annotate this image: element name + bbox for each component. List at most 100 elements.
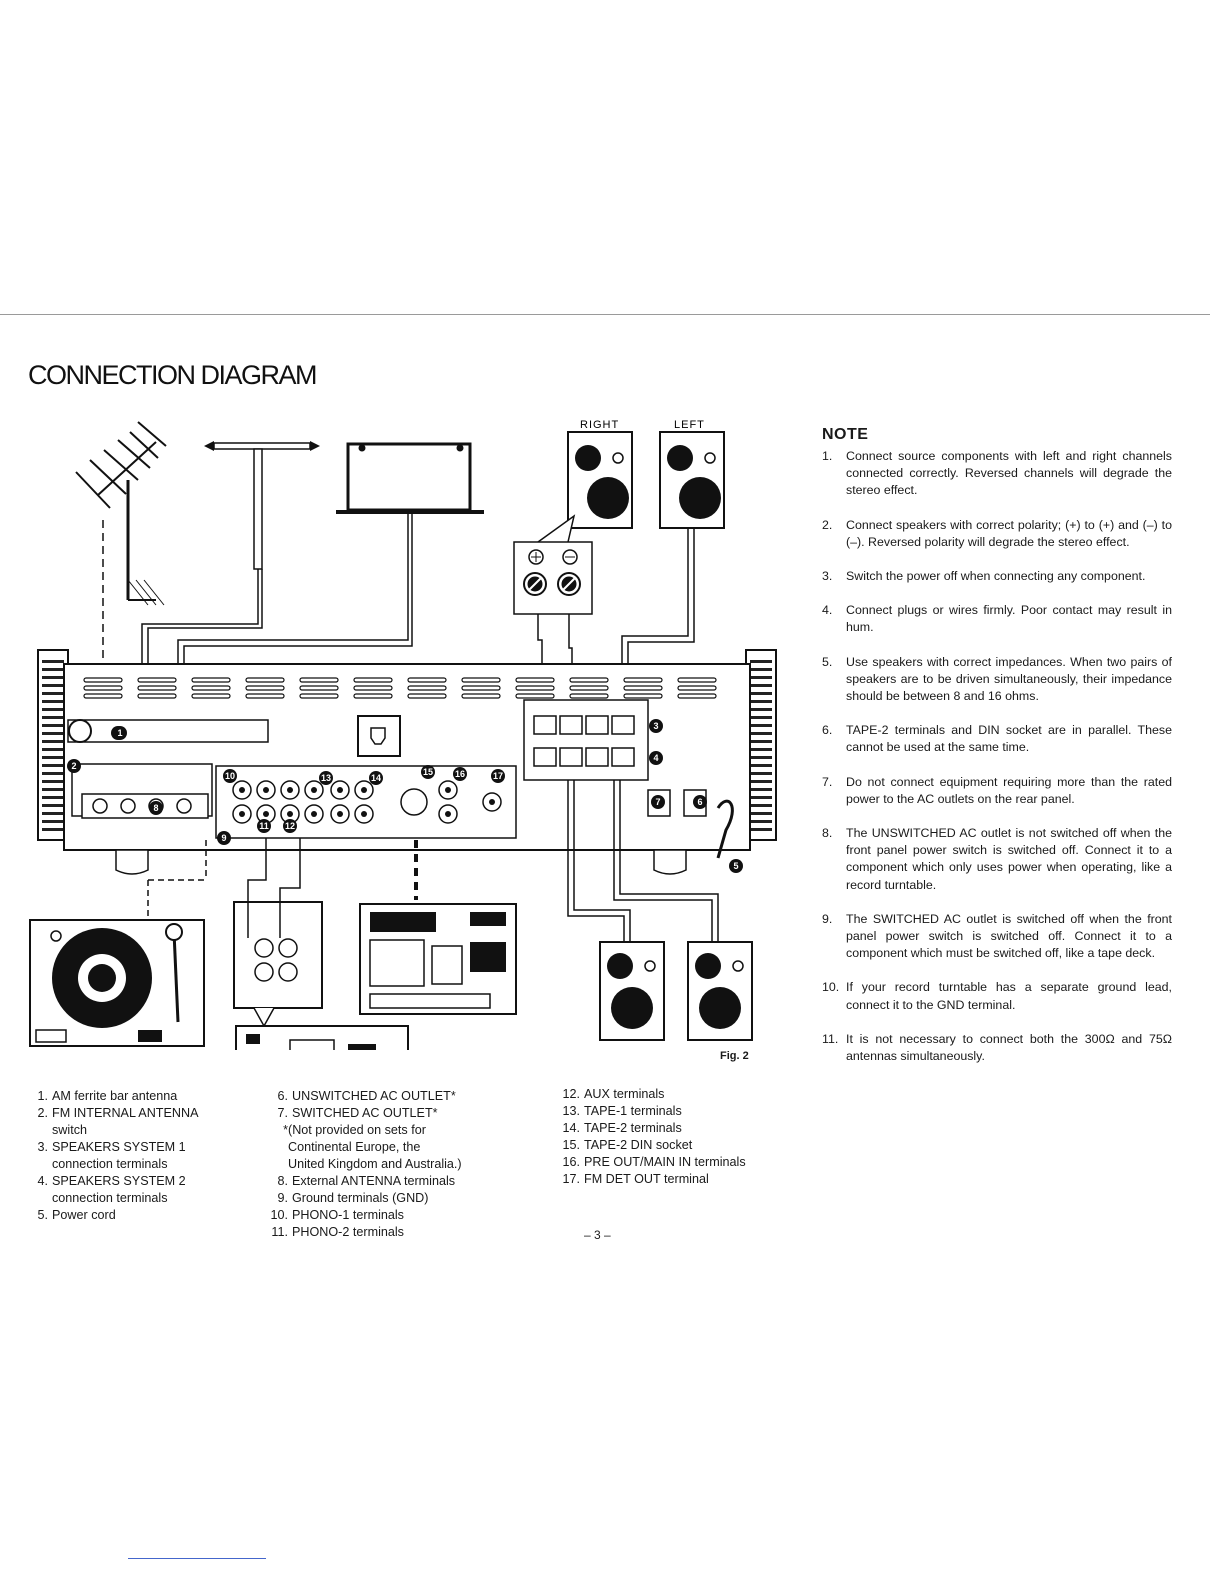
legend-text: TAPE-2 DIN socket bbox=[584, 1138, 693, 1152]
note-text: Connect source components with left and … bbox=[846, 449, 1172, 498]
legend-text: FM INTERNAL ANTENNA bbox=[52, 1106, 199, 1120]
note-text: TAPE-2 terminals and DIN socket are in p… bbox=[846, 723, 1172, 755]
legend-text: External ANTENNA terminals bbox=[292, 1174, 456, 1188]
legend-item: 1.AM ferrite bar antenna bbox=[28, 1088, 258, 1105]
legend-text: FM DET OUT terminal bbox=[584, 1172, 709, 1186]
svg-text:10: 10 bbox=[225, 771, 235, 781]
note-item: 9. The SWITCHED AC outlet is switched off… bbox=[820, 911, 1172, 963]
cassette-deck bbox=[359, 840, 517, 1015]
legend-number: 5. bbox=[37, 1208, 48, 1222]
speaker-left-bottom bbox=[687, 941, 753, 1041]
legend-number: 4. bbox=[37, 1174, 48, 1188]
legend-text: UNSWITCHED AC OUTLET* bbox=[292, 1089, 456, 1103]
svg-text:5: 5 bbox=[733, 861, 738, 871]
svg-text:13: 13 bbox=[321, 773, 331, 783]
svg-text:1: 1 bbox=[117, 728, 122, 738]
note-text: Do not connect equipment requiring more … bbox=[846, 774, 1172, 806]
svg-text:14: 14 bbox=[371, 773, 381, 783]
legend-item: 2. FM INTERNAL ANTENNA switch bbox=[28, 1105, 258, 1139]
legend-footnote: United Kingdom and Australia.) bbox=[268, 1156, 528, 1173]
note-text: Connect speakers with correct polarity; … bbox=[846, 517, 1172, 549]
legend-item: 13.TAPE-1 terminals bbox=[560, 1103, 810, 1120]
legend-text-cont: connection terminals bbox=[52, 1157, 168, 1171]
legend-item: 11. PHONO-2 terminals bbox=[268, 1224, 528, 1241]
note-number: 7. bbox=[822, 774, 833, 789]
legend-number: 16. bbox=[562, 1155, 580, 1169]
legend-footnote: *(Not provided on sets for bbox=[268, 1122, 528, 1139]
legend-number: 17. bbox=[562, 1172, 580, 1186]
legend-item: 9.Ground terminals (GND) bbox=[268, 1190, 528, 1207]
note-item: 7. Do not connect equipment requiring mor… bbox=[820, 774, 1172, 808]
legend-column-2: 6. UNSWITCHED AC OUTLET* 7. SWITCHED AC OU… bbox=[268, 1088, 528, 1241]
legend-item: 12.AUX terminals bbox=[560, 1086, 810, 1103]
legend-number: 7. bbox=[277, 1106, 288, 1120]
svg-text:15: 15 bbox=[423, 767, 433, 777]
notes-section: NOTE 1.Connect source components with le… bbox=[820, 426, 1172, 1082]
legend-item: 10.PHONO-1 terminals bbox=[268, 1207, 528, 1224]
speaker-right-top: RIGHT bbox=[567, 419, 633, 529]
note-item: 8.The UNSWITCHED AC outlet is not switch… bbox=[820, 825, 1172, 894]
note-item: 5. Use speakers with correct impedances. … bbox=[820, 654, 1172, 706]
note-number: 4. bbox=[822, 603, 833, 618]
legend-number: 11. bbox=[271, 1225, 288, 1239]
note-text: The SWITCHED AC outlet is switched off w… bbox=[846, 911, 1172, 961]
legend-number: 13. bbox=[562, 1104, 580, 1118]
legend-text-cont: connection terminals bbox=[52, 1191, 168, 1205]
legend-item: 8. External ANTENNA terminals bbox=[268, 1173, 528, 1190]
legend-text: Continental Europe, the bbox=[288, 1140, 421, 1154]
note-text: If your record turntable has a separate … bbox=[846, 980, 1172, 1012]
note-number: 3. bbox=[822, 569, 833, 584]
legend-text: United Kingdom and Australia.) bbox=[288, 1157, 462, 1171]
page-title: CONNECTION DIAGRAM bbox=[28, 360, 318, 390]
speaker-wires-bottom bbox=[567, 780, 719, 942]
svg-text:17: 17 bbox=[493, 771, 503, 781]
legend-text-cont: switch bbox=[52, 1123, 87, 1137]
legend-number: 1. bbox=[37, 1089, 48, 1103]
legend-text: Power cord bbox=[52, 1208, 116, 1222]
svg-text:9: 9 bbox=[221, 833, 226, 843]
note-number: 9. bbox=[822, 911, 833, 926]
bottom-rule bbox=[128, 1558, 266, 1559]
legend-footnote: Continental Europe, the bbox=[268, 1139, 528, 1156]
legend-number: 15. bbox=[562, 1138, 580, 1152]
legend-text: TAPE-2 terminals bbox=[584, 1121, 682, 1135]
legend-number: 6. bbox=[277, 1089, 288, 1103]
legend-number: 14. bbox=[562, 1121, 580, 1135]
legend-column-1: 1.AM ferrite bar antenna 2. FM INTERNAL A… bbox=[28, 1088, 258, 1224]
svg-text:7: 7 bbox=[655, 797, 660, 807]
note-item: 4. Connect plugs or wires firmly. Poor co… bbox=[820, 602, 1172, 636]
note-item: 3.Switch the power off when connecting a… bbox=[820, 568, 1172, 585]
note-number: 1. bbox=[822, 449, 833, 463]
legend-text: PHONO-2 terminals bbox=[292, 1225, 404, 1239]
svg-text:8: 8 bbox=[153, 803, 158, 813]
note-text: Connect plugs or wires firmly. Poor cont… bbox=[846, 603, 1172, 635]
legend-item: 17. FM DET OUT terminal bbox=[560, 1171, 810, 1188]
note-number: 5. bbox=[822, 654, 833, 669]
legend-text: (Not provided on sets for bbox=[288, 1123, 426, 1137]
record-turntable bbox=[29, 840, 207, 1047]
legend-item: 7. SWITCHED AC OUTLET* bbox=[268, 1105, 528, 1122]
svg-text:12: 12 bbox=[285, 821, 295, 831]
legend-text: SWITCHED AC OUTLET* bbox=[292, 1106, 438, 1120]
receiver-rear-panel bbox=[37, 649, 777, 875]
legend-number: 2. bbox=[37, 1106, 48, 1120]
legend-number: 10. bbox=[270, 1208, 288, 1222]
note-text: It is not necessary to connect both the … bbox=[846, 1031, 1172, 1064]
legend-text: Ground terminals (GND) bbox=[292, 1191, 429, 1205]
note-number: 2. bbox=[822, 517, 833, 532]
connection-diagram: RIGHT LEFT bbox=[29, 419, 777, 1050]
note-text: Use speakers with correct impedances. Wh… bbox=[846, 654, 1172, 704]
legend-number: 8. bbox=[277, 1174, 288, 1188]
top-rule bbox=[0, 314, 1210, 315]
speaker-polarity-callout bbox=[513, 514, 593, 615]
note-item: 11.It is not necessary to connect both t… bbox=[820, 1031, 1172, 1065]
legend-item: 15. TAPE-2 DIN socket bbox=[560, 1137, 810, 1154]
note-item: 2. Connect speakers with correct polarity… bbox=[820, 517, 1172, 551]
legend-column-3: 12.AUX terminals 13.TAPE-1 terminals 14.… bbox=[560, 1086, 810, 1188]
legend-number: 3. bbox=[37, 1140, 48, 1154]
loop-antenna bbox=[336, 442, 484, 514]
note-item: 6.TAPE-2 terminals and DIN socket are in… bbox=[820, 722, 1172, 756]
svg-text:4: 4 bbox=[653, 753, 658, 763]
component-callouts: 1 2 3 4 5 6 7 8 9 10 11 12 13 14 15 16 1… bbox=[67, 719, 743, 873]
